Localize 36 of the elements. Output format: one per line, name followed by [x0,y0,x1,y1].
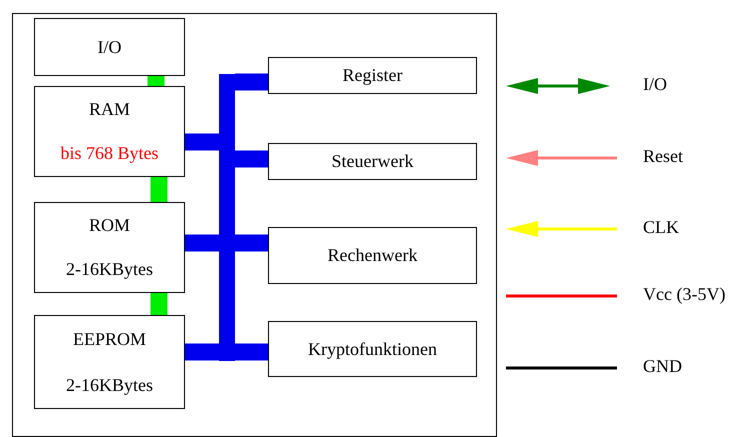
chip-outline [12,13,497,437]
memory-size: 2-16KBytes [66,374,153,396]
component-name: Steuerwerk [332,151,414,172]
signal-label: CLK [643,217,679,238]
component-box [268,321,477,377]
component-box [268,57,477,94]
signal-label: Vcc (3-5V) [643,284,726,305]
bus-line [185,134,219,150]
component-name: Register [342,65,402,86]
bus-line [235,150,268,168]
component-box [34,202,185,293]
component-name: ROM [88,214,130,236]
bus-line [235,344,268,360]
bus-line [185,344,219,360]
bus-line [150,177,168,202]
component-name: RAM [88,98,130,120]
component-box [34,315,185,409]
data-bus [219,74,235,361]
bus-line [185,234,219,252]
bus-line [235,234,268,252]
component-name: Rechenwerk [328,245,418,266]
component-box [34,18,185,76]
memory-size: 2-16KBytes [66,259,153,280]
component-box [34,86,185,177]
bus-line [235,74,268,90]
bus-line [150,293,168,315]
signal-label: Reset [643,146,683,167]
signal-label: I/O [643,74,667,95]
component-name: EEPROM [72,328,146,350]
component-name: I/O [98,36,122,58]
bus-line [148,76,164,86]
signal-label: GND [643,356,682,377]
component-box [268,227,477,284]
memory-size: bis 768 Bytes [60,143,158,164]
component-name: Kryptofunktionen [308,338,437,360]
component-box [268,143,477,180]
